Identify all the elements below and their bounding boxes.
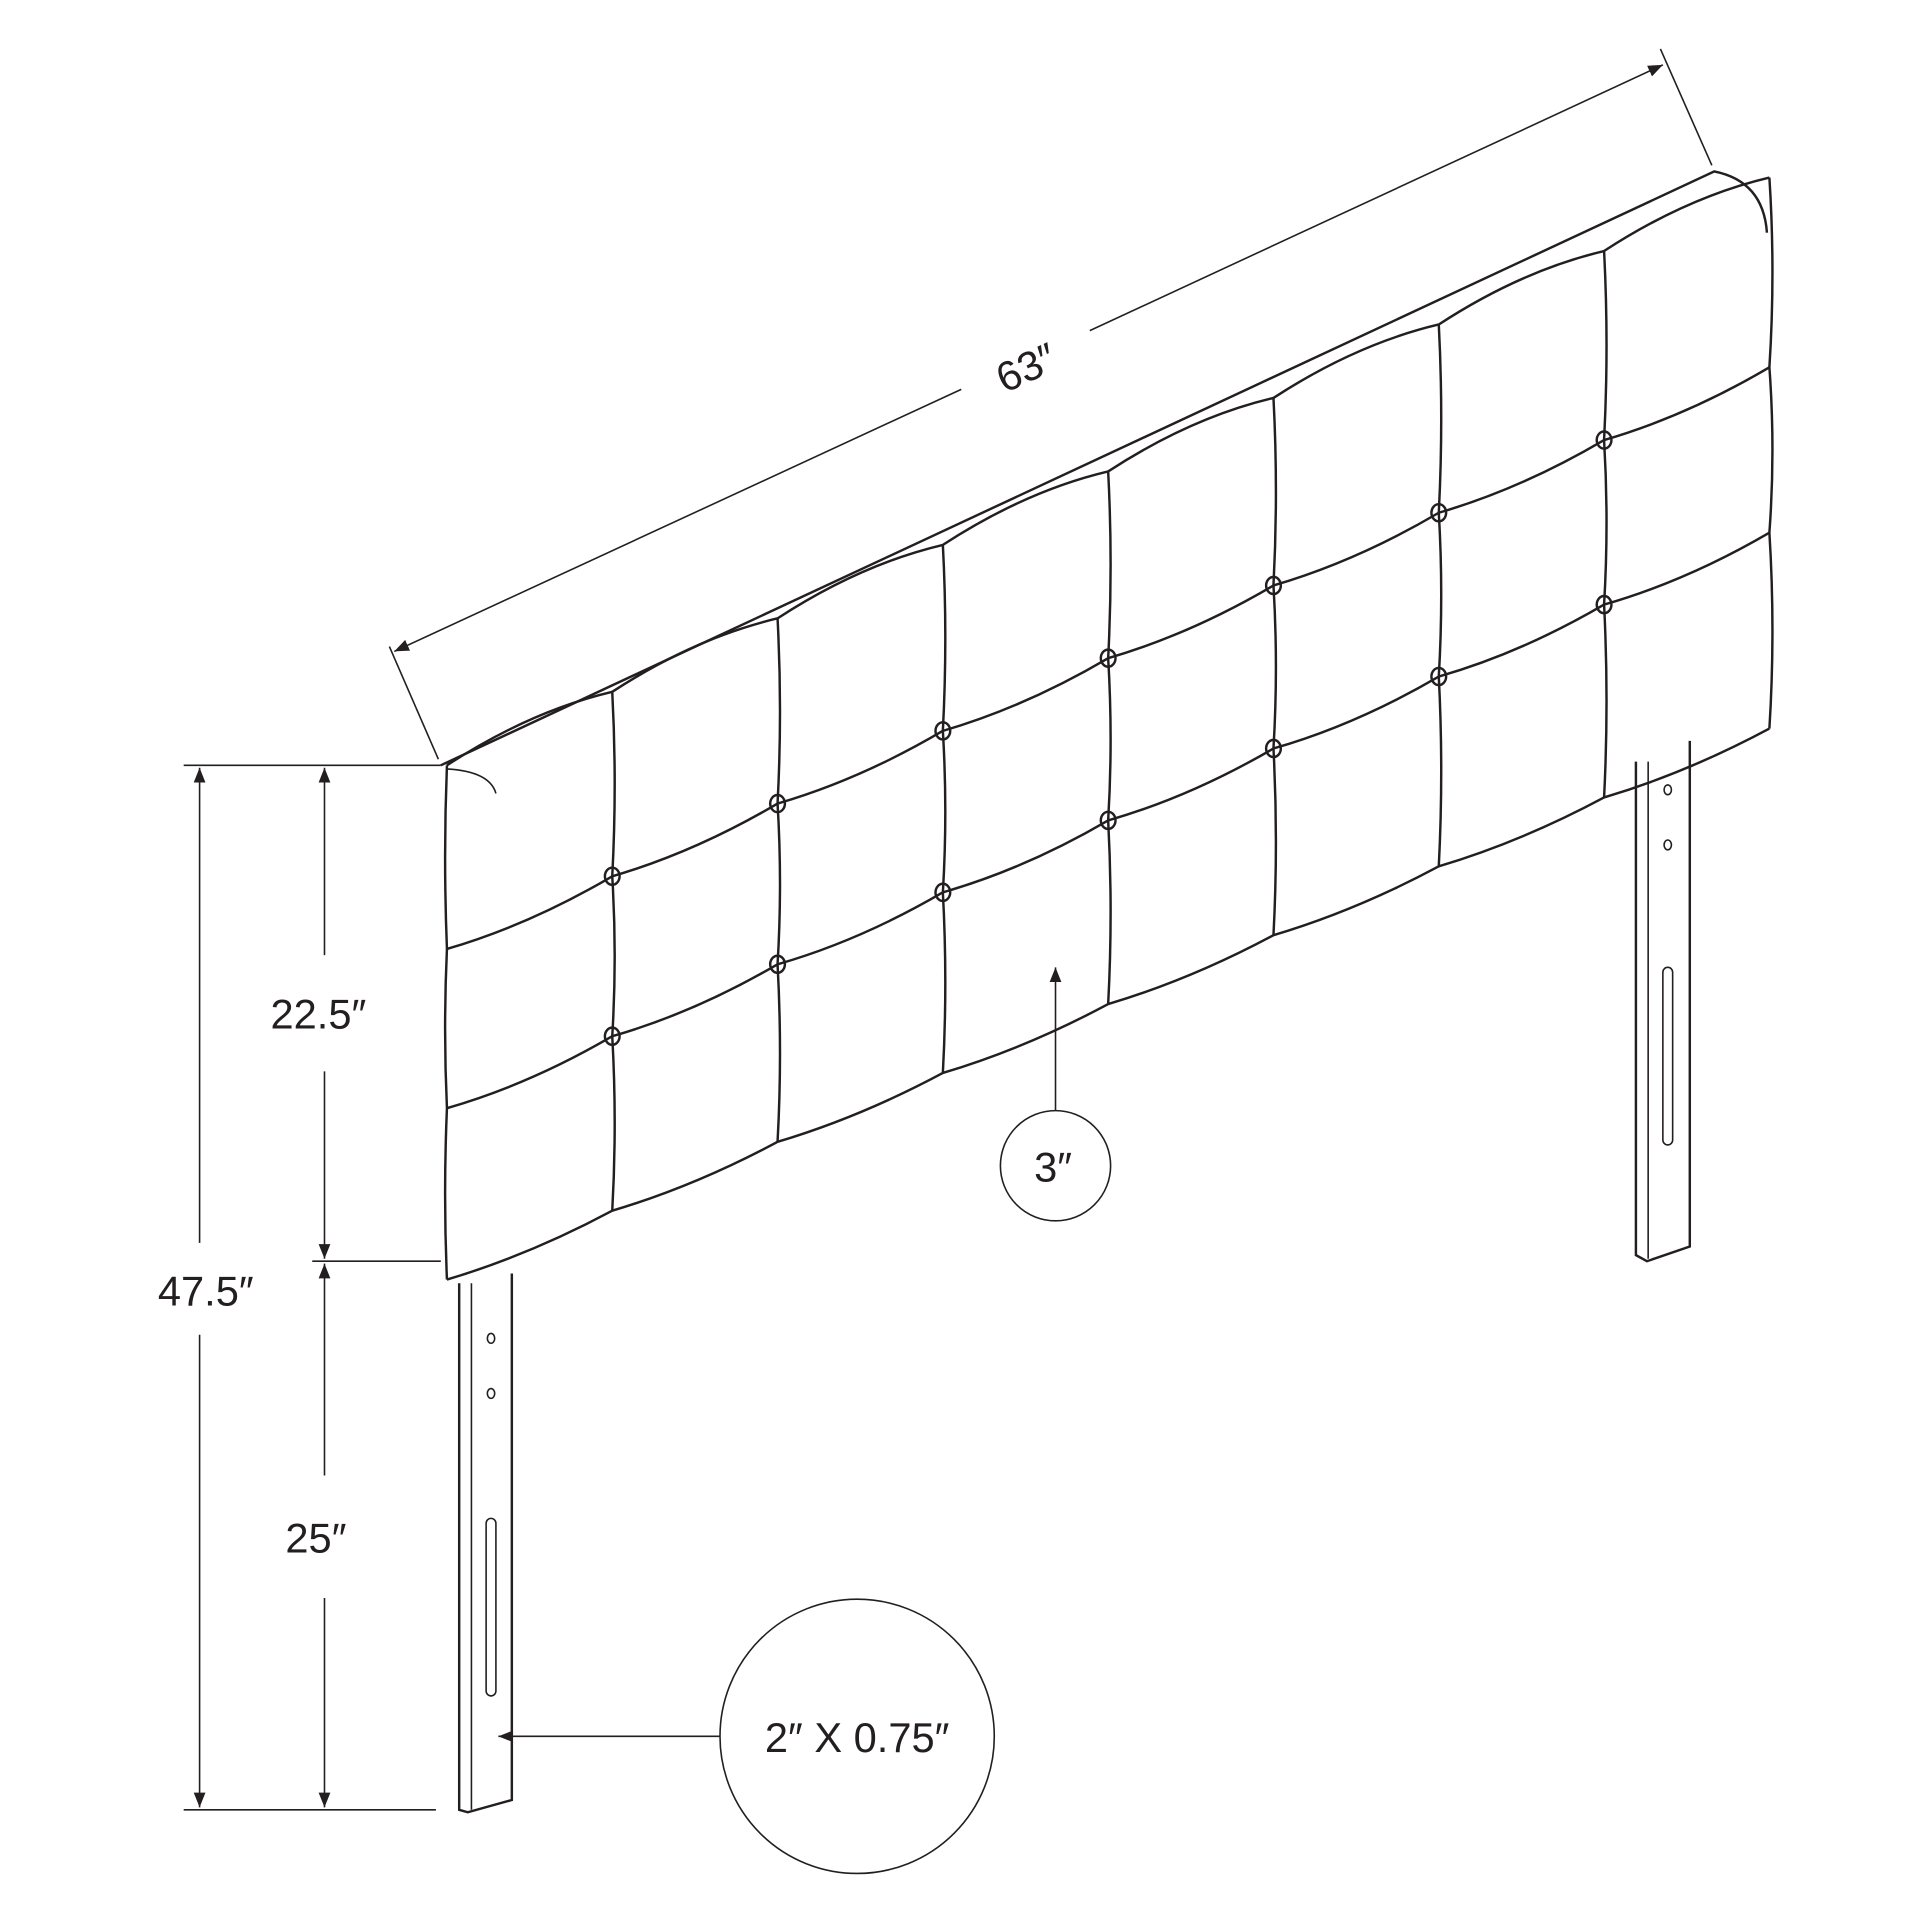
leg-section-label: 2″ X 0.75″ <box>765 1714 950 1761</box>
tuft-button <box>1099 810 1117 831</box>
right-side-edge <box>1768 177 1774 729</box>
tuft-column-seam <box>776 618 782 1142</box>
tuft-button <box>1595 430 1613 450</box>
thickness-label: 3″ <box>1034 1144 1072 1191</box>
tuft-button <box>1264 738 1283 759</box>
tuft-column-seam <box>1106 471 1112 1005</box>
panel-height-label: 22.5″ <box>270 991 366 1038</box>
headboard-panel <box>440 170 1774 1281</box>
tuft-button <box>1430 666 1448 687</box>
top-edge <box>440 170 1769 767</box>
tuft-button <box>934 721 952 741</box>
tuft-button <box>1099 648 1117 668</box>
left-side-edge <box>443 765 449 1280</box>
tuft-button <box>1595 594 1613 615</box>
corner-curve <box>446 768 497 794</box>
tuft-column-seam <box>1602 250 1608 798</box>
tuft-button <box>603 1026 621 1047</box>
tuft-button <box>1264 575 1283 596</box>
height-dimensions: 47.5″ 22.5″ 25″ <box>158 764 441 1811</box>
tuft-button <box>768 793 787 814</box>
leg-section-callout: 2″ X 0.75″ <box>498 1598 996 1875</box>
total-height-label: 47.5″ <box>158 1267 254 1314</box>
width-dimension: 63″ <box>388 48 1713 760</box>
tuft-button <box>603 866 621 887</box>
tuft-button <box>1430 502 1448 523</box>
tuft-column-seam <box>1437 324 1443 867</box>
tuft-button <box>934 882 952 903</box>
thickness-callout: 3″ <box>999 967 1112 1222</box>
tuft-column-seam <box>1272 397 1278 936</box>
tuft-column-seam <box>611 691 616 1211</box>
left-leg <box>457 1273 514 1814</box>
top-front-edge <box>446 176 1770 767</box>
tuft-column-seam <box>941 544 947 1074</box>
bottom-edge <box>446 727 1770 1281</box>
width-label: 63″ <box>989 333 1064 401</box>
leg-height-label: 25″ <box>285 1515 346 1562</box>
right-leg <box>1634 740 1692 1263</box>
tuft-button <box>768 954 787 975</box>
